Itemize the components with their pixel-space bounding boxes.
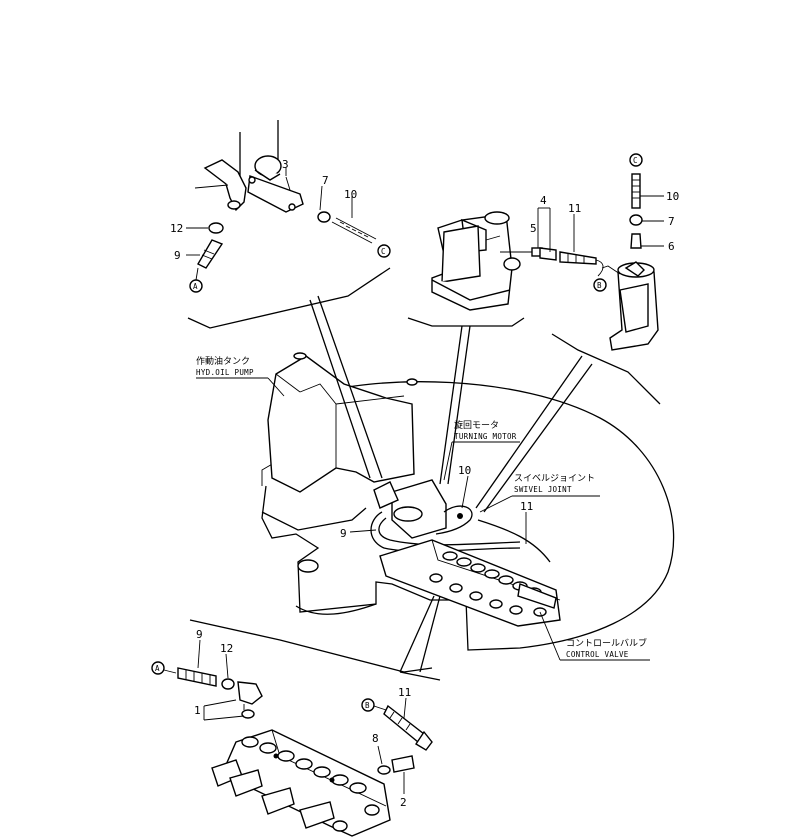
control-valve-bank (379, 539, 561, 627)
callout-swivel-joint: スイベルジョイント SWIVEL JOINT (479, 474, 600, 513)
label-9-top-left: 9 (174, 249, 181, 262)
label-3: 3 (282, 158, 289, 171)
label-6: 6 (668, 240, 675, 253)
hose-9-bottom (177, 667, 217, 687)
ref-a-top-left: A (193, 282, 198, 291)
label-1: 1 (194, 704, 201, 717)
label-12-bottom: 12 (220, 642, 233, 655)
turning-motor-and-piping (370, 479, 551, 563)
detail-bottom: A 9 12 1 B (151, 619, 441, 837)
label-9-bottom: 9 (196, 628, 203, 641)
hose-11-top-middle (559, 251, 604, 277)
ref-a-bottom: A (155, 664, 160, 673)
label-9-center: 9 (340, 527, 347, 540)
label-10-top-right: 10 (666, 190, 679, 203)
ref-c-top-right: C (633, 156, 638, 165)
callout-turning-motor: 旋回モータ TURNING MOTOR (443, 419, 520, 481)
hydraulic-tank (267, 352, 418, 573)
label-10-center: 10 (458, 464, 471, 477)
label-11-top-middle: 11 (568, 202, 581, 215)
callout-hyd-jp: 作動油タンク (196, 355, 250, 367)
label-12-top-left: 12 (170, 222, 183, 235)
callout-valve-jp: コントロールバルブ (566, 637, 647, 649)
callout-motor-jp: 旋回モータ (454, 419, 499, 431)
callout-swivel-jp: スイベルジョイント (514, 474, 595, 484)
hose-10-top-left (331, 217, 377, 244)
label-4: 4 (540, 194, 547, 207)
label-7-top-left: 7 (322, 174, 329, 187)
hose-9-top-left (197, 239, 224, 269)
ref-b-top-middle: B (597, 281, 602, 290)
callout-valve-en: CONTROL VALVE (566, 650, 629, 659)
hose-11-bottom (383, 704, 433, 751)
callout-hyd-en: HYD.OIL PUMP (196, 368, 254, 377)
label-11-center: 11 (520, 500, 533, 513)
callout-motor-en: TURNING MOTOR (454, 432, 517, 441)
label-11-bottom: 11 (398, 686, 411, 699)
detail-top-right: C 10 7 6 (551, 153, 679, 405)
detail-top-middle: 4 5 11 B (407, 194, 607, 327)
hose-10-top-right (631, 173, 641, 209)
label-8: 8 (372, 732, 379, 745)
label-5: 5 (530, 222, 537, 235)
ref-b-bottom: B (365, 701, 370, 710)
callout-control-valve: コントロールバルブ CONTROL VALVE (539, 611, 650, 661)
callout-hyd-oil: 作動油タンク HYD.OIL PUMP (196, 355, 285, 397)
label-2: 2 (400, 796, 407, 809)
label-10-top-left: 10 (344, 188, 357, 201)
machine-overview: 10 9 11 (261, 295, 675, 673)
label-7-top-right: 7 (668, 215, 675, 228)
callout-swivel-en: SWIVEL JOINT (514, 485, 572, 494)
control-valve-bank-detail (211, 729, 391, 837)
ref-c-top-left: C (381, 247, 386, 256)
detail-top-left: 3 7 10 12 9 A C (170, 120, 391, 329)
